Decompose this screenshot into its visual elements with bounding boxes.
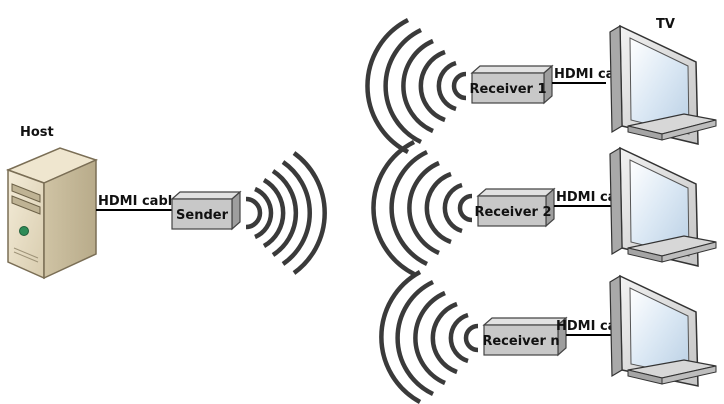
sender-wireless-waves-icon <box>245 151 327 275</box>
receivern-box: Receiver n <box>482 316 568 357</box>
sender-label: Sender <box>176 208 229 223</box>
receiver2-label: Receiver 2 <box>474 205 551 220</box>
receiver2-box: Receiver 2 <box>474 187 556 228</box>
host-computer-icon <box>5 147 99 280</box>
receivern-wireless-waves-icon <box>379 270 479 404</box>
tv-label: TV <box>656 17 675 32</box>
sender-box: Sender <box>170 190 242 231</box>
sender-cable-label: HDMI cable <box>98 194 181 209</box>
receiver1-box: Receiver 1 <box>469 64 554 105</box>
tv-monitor-icon <box>609 24 717 145</box>
receivern-label: Receiver n <box>482 334 559 349</box>
tv-monitor-icon <box>609 146 717 267</box>
receiver1-wireless-waves-icon <box>365 17 467 155</box>
receiver1-label: Receiver 1 <box>469 82 546 97</box>
receiver2-wireless-waves-icon <box>371 139 473 277</box>
tv-monitor-icon <box>609 274 717 387</box>
host-label: Host <box>20 125 54 140</box>
